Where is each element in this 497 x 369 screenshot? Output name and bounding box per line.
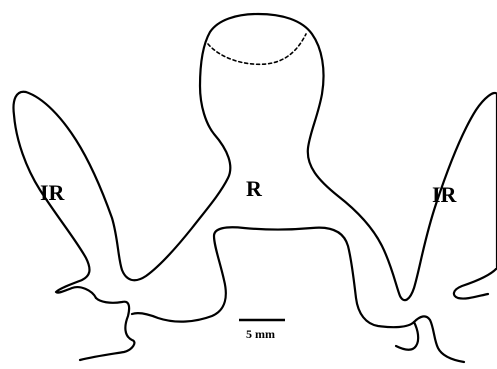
label-right-ir: IR bbox=[432, 182, 458, 207]
left-ir-lobe-outline bbox=[14, 14, 497, 300]
dashed-cap-line bbox=[208, 34, 306, 64]
base-inner-outline bbox=[132, 227, 464, 362]
label-center-r: R bbox=[246, 176, 263, 201]
scale-bar-label: 5 mm bbox=[246, 327, 275, 341]
base-section-outline bbox=[80, 298, 134, 360]
label-left-ir: IR bbox=[40, 180, 66, 205]
